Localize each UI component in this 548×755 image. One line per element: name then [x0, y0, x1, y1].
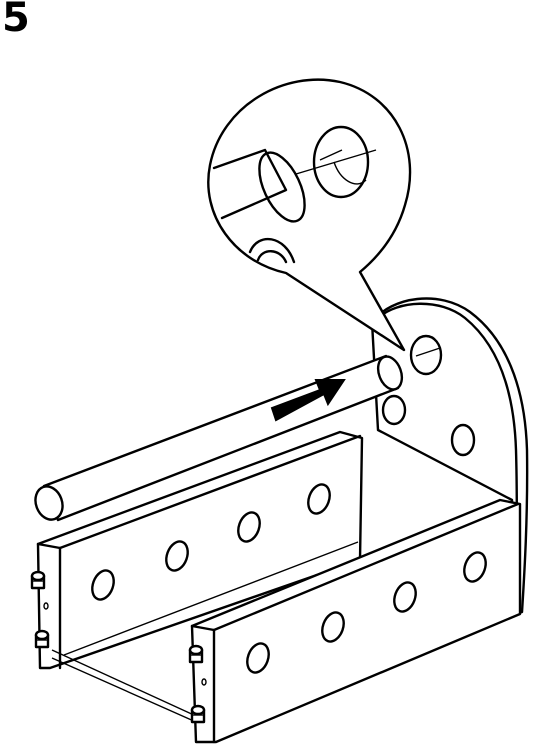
side-panel-hole-top — [409, 334, 443, 376]
detail-callout — [207, 78, 412, 352]
peg — [190, 704, 206, 724]
front-rail — [190, 498, 522, 744]
peg — [30, 570, 46, 590]
bottom-rod — [51, 649, 197, 717]
side-panel-hole — [381, 394, 407, 426]
step-number: 5 — [2, 0, 30, 41]
peg — [188, 644, 204, 664]
peg — [34, 629, 50, 649]
pilot-hole — [43, 602, 49, 610]
back-rail — [36, 430, 364, 670]
arrow-right-icon — [270, 379, 346, 422]
side-panel-hole — [450, 423, 476, 457]
